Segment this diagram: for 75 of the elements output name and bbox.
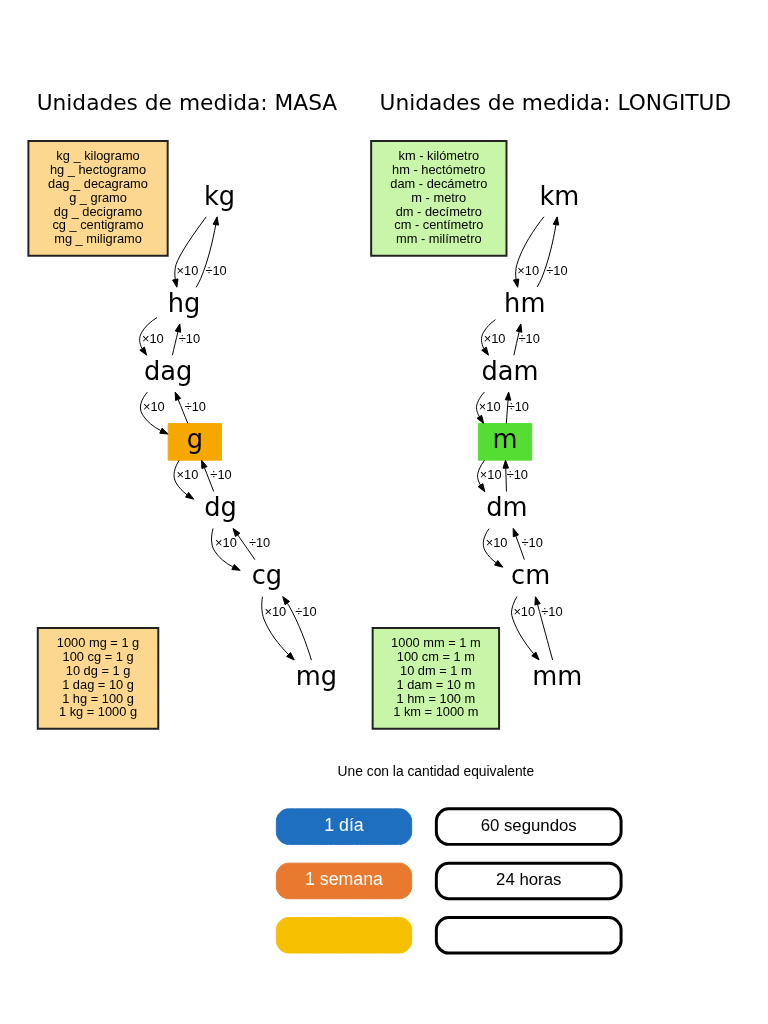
arrow <box>201 459 215 493</box>
edge-label: ÷10 <box>205 262 227 278</box>
node-text: km <box>539 180 580 211</box>
node-box: 1000 mg = 1 g 100 cg = 1 g 10 dg = 1 g 1 dag = 10 g 1 hg = 100 g 1 kg = 1000 g <box>36 627 160 730</box>
node-box: km - kilómetro hm - hectómetro dam - decámetro m - metro dm - decímetro cm - centímetro mm - milímetro <box>370 140 508 257</box>
edge-label: ÷10 <box>210 467 232 483</box>
edge-label: ÷10 <box>541 603 563 619</box>
arrow <box>480 319 496 356</box>
arrow <box>504 391 512 424</box>
edge-label: ÷10 <box>518 330 540 346</box>
edge-label: ×10 <box>513 603 536 619</box>
node-box: g <box>167 423 222 461</box>
arrow <box>173 459 195 500</box>
arrow <box>195 216 219 288</box>
label: Unidades de medida: LONGITUD <box>379 90 732 116</box>
label: Unidades de medida: MASA <box>36 90 338 116</box>
edge-label: ÷10 <box>184 399 206 415</box>
node-box <box>434 916 623 955</box>
arrow <box>282 596 312 661</box>
node-box: m <box>477 423 533 461</box>
arrow <box>211 527 241 571</box>
edge-label: ×10 <box>479 467 502 483</box>
arrow <box>139 391 169 435</box>
arrow <box>261 596 295 661</box>
node-text: mg <box>295 660 337 691</box>
arrow <box>511 595 540 661</box>
edge-label: ×10 <box>215 535 237 551</box>
edge-label: ÷10 <box>248 535 271 551</box>
node-text: cg <box>251 560 283 591</box>
edge-label: ×10 <box>176 467 199 483</box>
arrow <box>513 323 523 356</box>
edge-label: ×10 <box>176 262 199 278</box>
arrow <box>477 459 486 493</box>
node-text: kg <box>203 180 236 211</box>
arrow <box>139 317 158 356</box>
label: Une con la cantidad equivalente <box>337 762 535 779</box>
node-text: mm <box>532 660 583 691</box>
node-text: dm <box>486 492 528 523</box>
edge-label: ×10 <box>264 603 287 619</box>
arrow <box>171 323 182 356</box>
node-text: dag <box>144 355 193 386</box>
edge-label: ÷10 <box>546 262 568 278</box>
node-box: 1 día <box>275 808 413 845</box>
node-text: hm <box>504 287 546 318</box>
node-box: 24 horas <box>434 861 623 901</box>
edge-label: ×10 <box>478 399 501 415</box>
node-text: hg <box>167 287 201 318</box>
edge-label: ×10 <box>142 399 165 415</box>
node-text: cm <box>511 560 551 591</box>
arrow <box>512 216 545 288</box>
arrow <box>534 596 554 661</box>
node-box: 60 segundos <box>434 807 623 846</box>
node-box: 1000 mm = 1 m 100 cm = 1 m 10 dm = 1 m 1 dam = 10 m 1 hm = 100 m 1 km = 1000 m <box>371 627 501 730</box>
arrow <box>232 527 256 561</box>
edge-label: ÷10 <box>178 330 201 346</box>
edge-label: ÷10 <box>507 399 529 415</box>
edge-label: ×10 <box>483 330 506 346</box>
arrow <box>174 391 189 424</box>
arrow <box>475 391 485 424</box>
edge-label: ×10 <box>517 262 540 278</box>
node-text: dam <box>481 355 539 386</box>
node-box: kg _ kilogramo hg _ hectogramo dag _ decagramo g _ gramo dg _ decigramo cg _ centigramo mg _ miligramo <box>27 140 169 257</box>
arrow <box>172 216 207 288</box>
node-box <box>275 917 413 954</box>
arrow <box>482 528 504 568</box>
node-text: dg <box>204 492 237 523</box>
edge-label: ÷10 <box>506 467 529 483</box>
edge-label: ×10 <box>485 535 508 551</box>
arrow <box>502 459 509 493</box>
edge-label: ÷10 <box>295 603 317 619</box>
node-box: 1 semana <box>275 862 413 900</box>
arrow <box>512 527 525 561</box>
edge-label: ÷10 <box>521 535 543 551</box>
arrow <box>536 216 560 288</box>
edge-label: ×10 <box>141 330 164 346</box>
